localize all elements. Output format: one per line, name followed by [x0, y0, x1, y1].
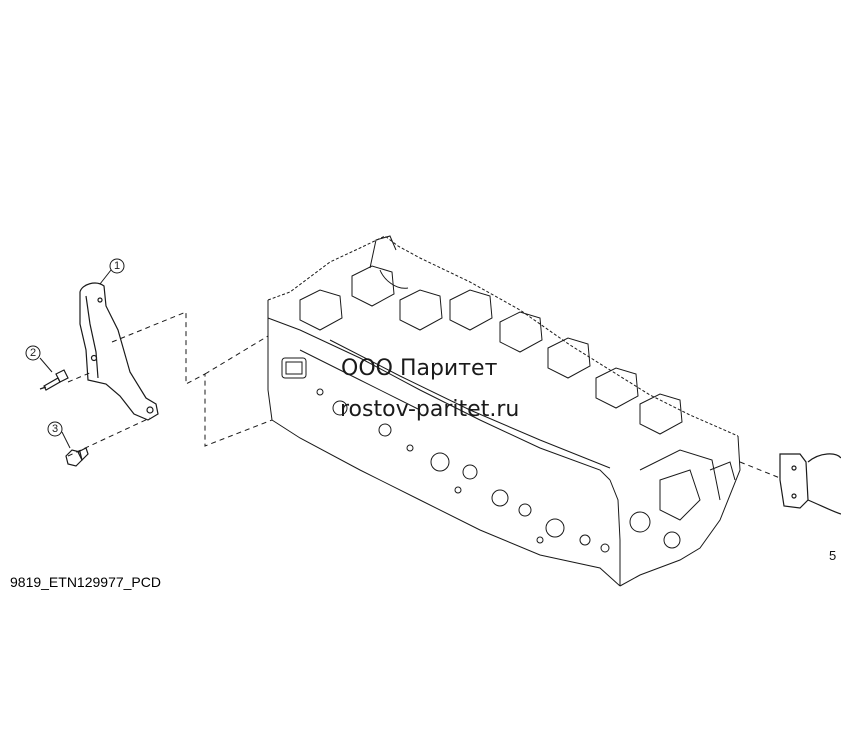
cylinder-head-icon	[267, 235, 741, 587]
callout-1-label: 1	[114, 260, 120, 272]
mounting-bracket-icon	[79, 282, 159, 421]
callout-5-partial: 5	[829, 548, 837, 563]
callout-2: 2	[25, 345, 41, 361]
drawing-code-label: 9819_ETN129977_PCD	[10, 574, 161, 590]
watermark-company: ООО Паритет	[341, 356, 498, 381]
callout-3-label: 3	[52, 423, 58, 435]
assembly-leader-lines	[67, 311, 781, 479]
callout-2-label: 2	[30, 347, 36, 359]
partial-component-icon	[779, 453, 841, 515]
watermark-site: rostov-paritet.ru	[340, 397, 520, 422]
callout-3: 3	[47, 421, 63, 437]
hex-flange-bolt-icon	[65, 447, 89, 467]
stud-bolt-icon	[39, 369, 69, 391]
callout-leaders	[39, 269, 112, 449]
callout-1: 1	[109, 258, 125, 274]
